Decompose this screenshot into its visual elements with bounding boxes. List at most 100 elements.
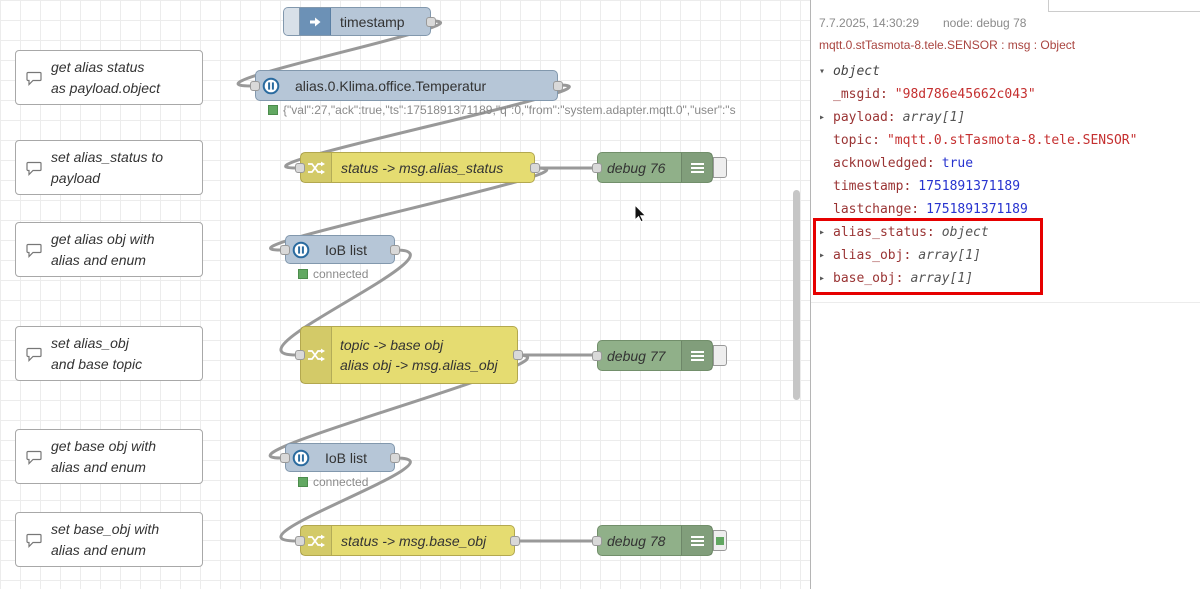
- speech-bubble-icon: [26, 243, 42, 258]
- tree-value: 1751891371189: [926, 202, 1028, 217]
- comment-text: get base obj with: [51, 437, 157, 454]
- speech-bubble-icon: [26, 450, 42, 465]
- tree-key: alias_obj:: [833, 248, 912, 263]
- expand-caret-icon[interactable]: ▸: [819, 112, 826, 123]
- debug-toggle-button[interactable]: [713, 157, 727, 178]
- node-label: debug 77: [607, 347, 666, 364]
- shuffle-icon: [301, 327, 332, 383]
- debug-node-77[interactable]: debug 77: [592, 340, 727, 371]
- tree-value: 1751891371189: [918, 179, 1021, 194]
- output-port[interactable]: [553, 80, 563, 91]
- json-tree: ▾ object _msgid: "98d786e45662c043" ▸ pa…: [819, 60, 1192, 290]
- status-text: {"val":27,"ack":true,"ts":1751891371189,…: [283, 103, 736, 117]
- node-status: connected: [298, 475, 368, 489]
- status-text: connected: [313, 475, 369, 489]
- iobroker-get-node[interactable]: alias.0.Klima.office.Temperatur: [250, 70, 563, 101]
- input-port[interactable]: [592, 535, 602, 546]
- node-label: alias.0.Klima.office.Temperatur: [295, 77, 487, 94]
- sidebar-partial-box: [1048, 0, 1200, 12]
- output-port[interactable]: [530, 162, 540, 173]
- tree-value: array[1]: [902, 110, 966, 125]
- input-port[interactable]: [592, 350, 602, 361]
- input-port[interactable]: [280, 244, 290, 255]
- debug-message: 7.7.2025, 14:30:29 node: debug 78 mqtt.0…: [811, 0, 1200, 303]
- output-port[interactable]: [390, 452, 400, 463]
- wire[interactable]: [268, 353, 529, 460]
- comment-text: get alias status: [51, 58, 145, 75]
- iob-list-node-1[interactable]: IoB list: [280, 235, 400, 264]
- tree-row-alias-status: ▸ alias_status: object: [819, 221, 1192, 244]
- input-port[interactable]: [295, 350, 305, 360]
- input-port[interactable]: [592, 162, 602, 173]
- message-timestamp: 7.7.2025, 14:30:29: [819, 16, 920, 30]
- tree-row-base-obj: ▸ base_obj: array[1]: [819, 267, 1192, 290]
- input-port[interactable]: [295, 162, 305, 173]
- output-port[interactable]: [513, 350, 523, 360]
- iob-list-node-2[interactable]: IoB list: [280, 443, 400, 472]
- change-node-base-obj[interactable]: status -> msg.base_obj: [295, 525, 520, 556]
- node-label: status -> msg.base_obj: [341, 532, 487, 549]
- expand-caret-icon[interactable]: ▸: [819, 273, 826, 284]
- tree-value: object: [833, 64, 880, 79]
- debug-toggle-button[interactable]: [713, 345, 727, 366]
- tree-value: "mqtt.0.stTasmota-8.tele.SENSOR": [886, 133, 1138, 148]
- node-label: IoB list: [325, 449, 368, 466]
- node-label: status -> msg.alias_status: [341, 159, 504, 176]
- inject-node-timestamp[interactable]: timestamp: [283, 7, 436, 36]
- tree-value: "98d786e45662c043": [894, 87, 1036, 102]
- debug-list-icon: [681, 526, 712, 555]
- debug-node-78[interactable]: debug 78: [592, 525, 727, 556]
- output-port[interactable]: [426, 16, 436, 27]
- comment-text: alias and enum: [51, 458, 146, 475]
- collapse-caret-icon[interactable]: ▾: [819, 66, 826, 77]
- speech-bubble-icon: [26, 161, 42, 176]
- iobroker-icon: [256, 71, 286, 100]
- input-port[interactable]: [280, 452, 290, 463]
- wire[interactable]: [236, 19, 442, 88]
- node-label: debug 78: [607, 532, 666, 549]
- wire[interactable]: [269, 166, 549, 252]
- input-port[interactable]: [295, 535, 305, 546]
- input-port[interactable]: [250, 80, 260, 91]
- tree-key: _msgid:: [833, 87, 888, 102]
- shuffle-icon: [301, 526, 332, 555]
- comment-text: and base topic: [51, 355, 143, 372]
- comment-text: alias and enum: [51, 541, 146, 558]
- output-port[interactable]: [390, 244, 400, 255]
- wire[interactable]: [284, 83, 571, 170]
- debug-toggle-button-active[interactable]: [713, 530, 727, 551]
- change-node-alias-obj[interactable]: topic -> base obj alias obj -> msg.alias…: [295, 326, 523, 384]
- comment-node[interactable]: get base obj with alias and enum: [15, 429, 203, 484]
- node-label: IoB list: [325, 241, 368, 258]
- wire[interactable]: [279, 248, 412, 357]
- tree-row-topic: topic: "mqtt.0.stTasmota-8.tele.SENSOR": [819, 129, 1192, 152]
- comment-text: get alias obj with: [51, 230, 155, 247]
- tree-key: base_obj:: [833, 271, 904, 286]
- node-label: debug 76: [607, 159, 666, 176]
- canvas-vertical-scrollbar[interactable]: [793, 190, 800, 400]
- debug-node-76[interactable]: debug 76: [592, 152, 727, 183]
- change-node-alias-status[interactable]: status -> msg.alias_status: [295, 152, 540, 183]
- debug-enabled-indicator: [716, 536, 724, 545]
- message-source-node[interactable]: node: debug 78: [943, 16, 1027, 30]
- iobroker-icon: [286, 236, 316, 263]
- tree-row-msgid: _msgid: "98d786e45662c043": [819, 83, 1192, 106]
- mouse-cursor: [634, 205, 647, 223]
- expand-caret-icon[interactable]: ▸: [819, 250, 826, 261]
- inject-button[interactable]: [284, 8, 300, 35]
- tree-row-timestamp: timestamp: 1751891371189: [819, 175, 1192, 198]
- comment-text: set alias_obj: [51, 334, 129, 351]
- tree-key: alias_status:: [833, 225, 935, 240]
- wire[interactable]: [279, 456, 412, 543]
- expand-caret-icon[interactable]: ▸: [819, 227, 826, 238]
- inject-arrow-icon: [300, 8, 331, 35]
- output-port[interactable]: [510, 535, 520, 546]
- message-topic: mqtt.0.stTasmota-8.tele.SENSOR : msg : O…: [819, 38, 1076, 52]
- debug-list-icon: [681, 341, 712, 370]
